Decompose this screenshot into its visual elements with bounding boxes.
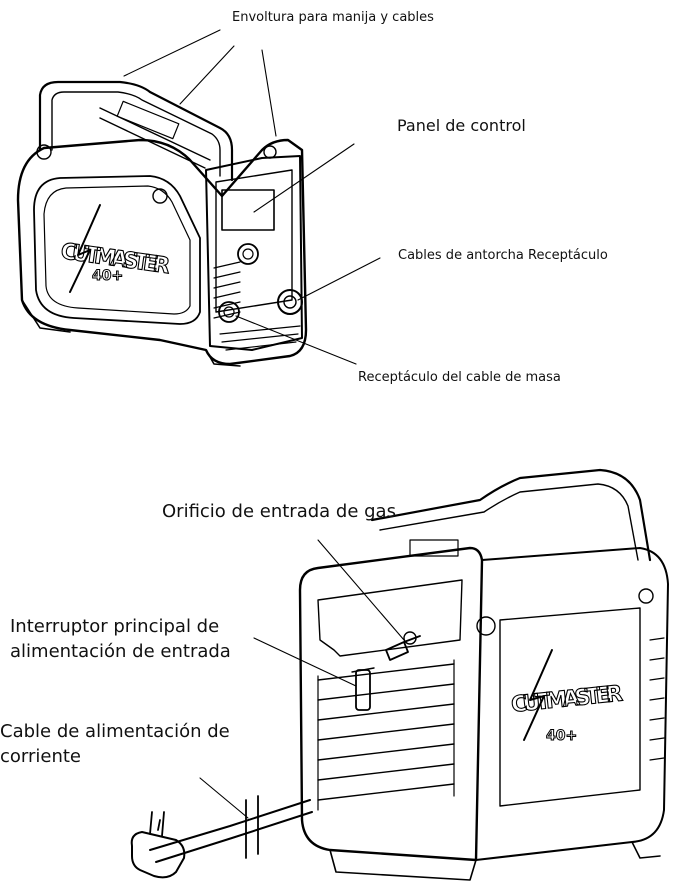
unit-front-view <box>16 80 308 367</box>
control-knob <box>237 243 259 265</box>
body-shell <box>16 138 308 366</box>
label-handle-wrap: Envoltura para manija y cables <box>232 10 434 25</box>
rear-side-panel <box>475 547 669 861</box>
logo-model-top: 40+ <box>92 268 123 284</box>
side-panel <box>33 175 201 325</box>
label-control-panel: Panel de control <box>397 116 526 135</box>
logo-lightning-bottom <box>523 649 553 741</box>
logo-lightning-top <box>69 204 101 293</box>
carry-handle <box>38 80 234 182</box>
rear-frame <box>298 546 484 862</box>
leaders-top <box>123 29 381 365</box>
logo-model-bottom: 40+ <box>546 728 577 744</box>
control-panel-window <box>221 189 275 231</box>
label-ground-receptacle: Receptáculo del cable de masa <box>358 370 561 385</box>
logo-brand-bottom: CUTMASTER <box>510 681 624 718</box>
rear-vents <box>317 663 455 801</box>
unit-rear-view <box>298 468 669 881</box>
ground-receptacle <box>218 301 240 323</box>
main-switch <box>355 669 371 711</box>
label-power-cable-line2: corriente <box>0 746 82 767</box>
leaders-bottom <box>199 539 405 819</box>
torch-receptacle <box>277 289 303 315</box>
front-vents <box>213 261 241 319</box>
gas-inlet-fitting <box>385 635 421 661</box>
power-plug <box>130 831 186 879</box>
front-frame <box>205 155 303 351</box>
label-torch-receptacle: Cables de antorcha Receptáculo <box>398 248 608 263</box>
label-power-cable-line1: Cable de alimentación de <box>0 721 230 742</box>
label-gas-inlet: Orificio de entrada de gas <box>162 501 396 522</box>
power-cable <box>130 795 313 879</box>
label-main-switch-line2: alimentación de entrada <box>10 641 231 662</box>
rear-carry-handle <box>370 468 652 562</box>
label-main-switch-line1: Interruptor principal de <box>10 616 220 637</box>
